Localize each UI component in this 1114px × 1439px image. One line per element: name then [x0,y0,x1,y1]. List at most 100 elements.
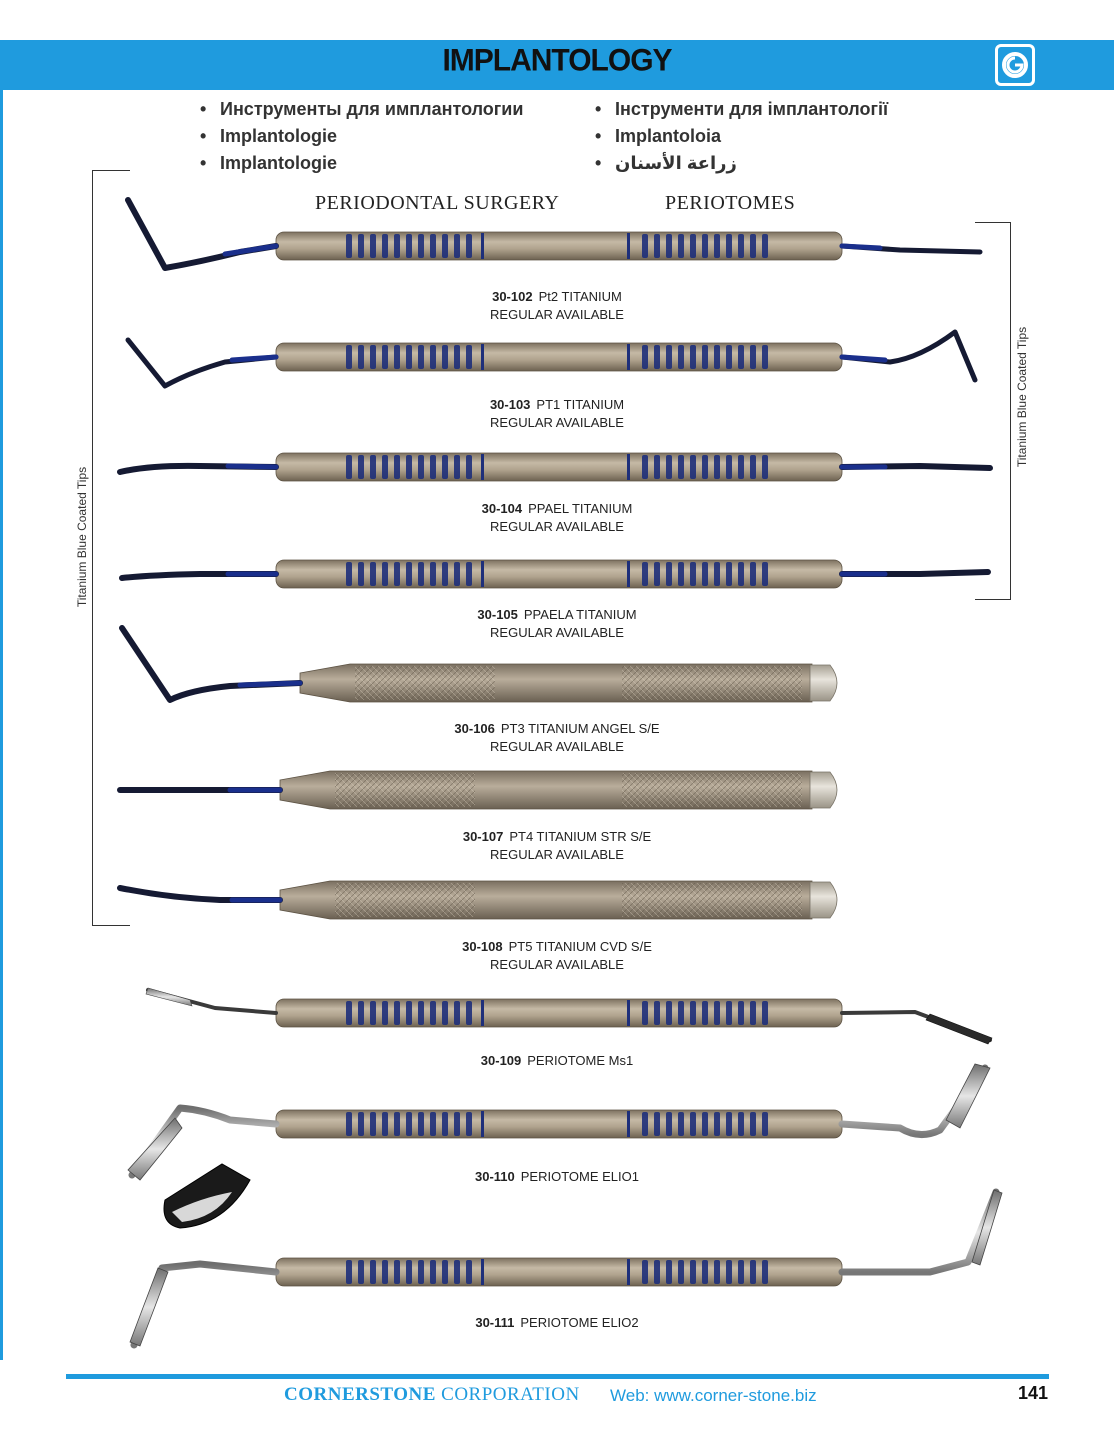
grip-ring [762,1001,768,1025]
footer-brand: CORNERSTONE CORPORATION [284,1384,580,1406]
periotome-blade [129,1267,169,1347]
grip-ring [702,562,708,586]
grip-ring [642,1001,648,1025]
grip-ring [762,562,768,586]
grip-ring [690,455,696,479]
language-item: Implantologie [200,150,523,177]
grip-ring [726,1001,732,1025]
grip-ring [370,1001,376,1025]
grip-ring [762,455,768,479]
grip-ring [466,345,472,369]
grip-ring [466,562,472,586]
instrument-tip [839,329,978,383]
item-code: 30-107 [462,829,504,844]
grip-ring [370,455,376,479]
grip-ring [714,1260,720,1284]
instrument-tip [839,243,883,251]
grip-ring [442,234,448,258]
grip-ring [442,1112,448,1136]
grip-ring [666,345,672,369]
item-name: PT5 TITANIUM CVD S/E [508,939,652,954]
grip-ring [666,455,672,479]
instrument-tip [125,197,279,271]
handle-end-cap [809,664,838,702]
grip-ring [642,455,648,479]
instrument-tip [838,1064,989,1138]
grip-ring [430,345,436,369]
grip-ring [690,1112,696,1136]
item-name: PERIOTOME Ms1 [527,1053,634,1068]
item-name: PERIOTOME ELIO2 [520,1315,639,1330]
periotome-blade [127,1117,183,1181]
grip-ring [666,1112,672,1136]
item-note: REGULAR AVAILABLE [490,307,624,322]
grip-ring [642,345,648,369]
grip-ring [678,1260,684,1284]
arabic-text: زراعة الأسنان [615,153,737,173]
grip-ring [394,455,400,479]
grip-ring [406,1260,412,1284]
grip-ring [466,1001,472,1025]
item-note: REGULAR AVAILABLE [490,625,624,640]
grip-ring [346,1112,352,1136]
grip-ring [394,234,400,258]
grip-ring [666,562,672,586]
instrument-tip [125,337,279,389]
grip-ring [750,234,756,258]
grip-ring [406,1001,412,1025]
brand-rest: CORPORATION [441,1384,580,1405]
grip-ring [714,345,720,369]
item-note: REGULAR AVAILABLE [490,957,624,972]
bracket-left [92,170,130,926]
language-item: Інструменти для імплантології [595,96,888,123]
language-list-left: Инструменты для имплантологии Implantolo… [200,96,523,177]
grip-ring [442,345,448,369]
grip-ring [726,455,732,479]
grip-ring [726,1260,732,1284]
bracket-right [975,222,1011,600]
grip-ring [346,455,352,479]
knurl-pattern [355,666,495,700]
grip-ring [466,234,472,258]
item-code: 30-110 [474,1169,515,1184]
grip-ring [690,1001,696,1025]
language-item: Implantoloia [595,123,888,150]
grip-ring [481,1259,484,1285]
grip-ring [370,345,376,369]
grip-ring [358,562,364,586]
grip-ring [738,455,744,479]
footer-website[interactable]: Web: www.corner-stone.biz [610,1386,817,1405]
grip-ring [370,1260,376,1284]
grip-ring [690,562,696,586]
grip-ring [702,1112,708,1136]
grip-ring [454,1112,460,1136]
grip-ring [454,345,460,369]
grip-ring [346,562,352,586]
grip-ring [430,234,436,258]
language-item: Инструменты для имплантологии [200,96,523,123]
handle-end-cap [809,881,838,919]
item-note: REGULAR AVAILABLE [490,519,624,534]
grip-ring [678,345,684,369]
grip-ring [382,234,388,258]
grip-ring [418,1260,424,1284]
grip-ring [382,1001,388,1025]
grip-ring [346,345,352,369]
grip-ring [454,234,460,258]
grip-ring [627,454,630,480]
instrument-tip [222,243,279,257]
grip-ring [418,1001,424,1025]
grip-ring [394,345,400,369]
item-code: 30-102 [492,289,533,304]
grip-ring [726,345,732,369]
brand-logo-icon [995,44,1035,86]
grip-ring [702,234,708,258]
knurl-pattern [622,883,802,917]
grip-ring [382,345,388,369]
grip-ring [642,1112,648,1136]
